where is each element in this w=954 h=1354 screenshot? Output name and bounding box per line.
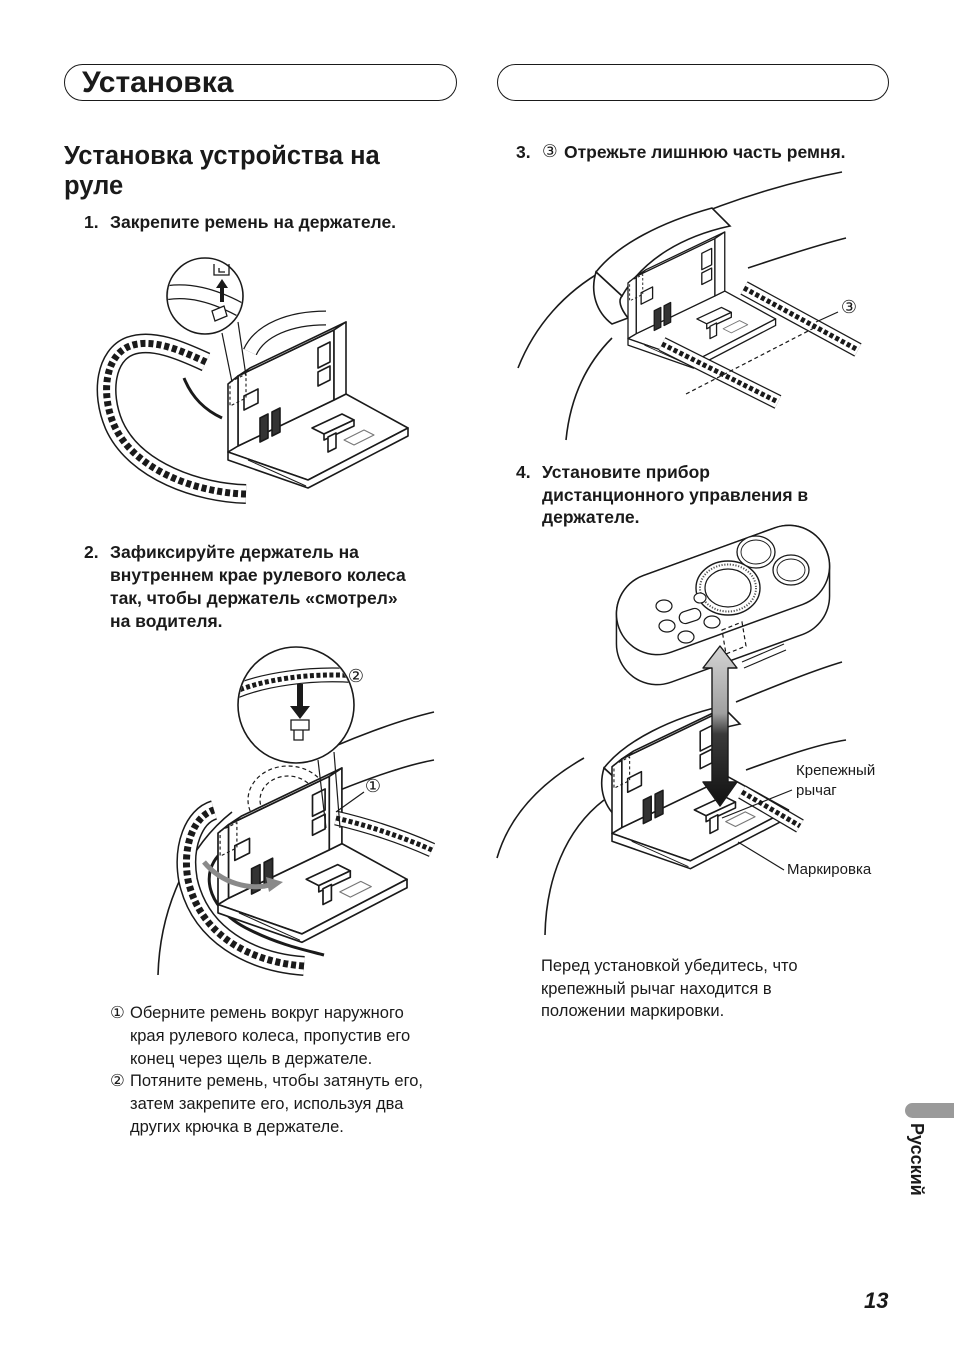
language-tab-label: Русский — [907, 1123, 927, 1196]
steering-wheel-rim — [517, 171, 847, 441]
strap-band — [107, 343, 246, 494]
note-1-line: края рулевого колеса, пропустив его — [130, 1026, 411, 1045]
label-fixing-lever-line: рычаг — [796, 782, 837, 799]
step-1-text: Закрепите ремень на держателе. — [110, 212, 397, 232]
remote-button — [677, 630, 695, 644]
empty-header-box — [497, 64, 889, 101]
step-2-line: Зафиксируйте держатель на — [110, 542, 359, 562]
install-note: Перед установкой убедитесь, что крепежны… — [541, 955, 798, 1023]
page-title: Установка устройства на руле — [64, 141, 380, 201]
step-3-number: 3. — [516, 142, 531, 162]
install-note-line: положении маркировки. — [541, 1002, 725, 1020]
note-1-marker: ① — [110, 1004, 125, 1022]
label-marking: Маркировка — [787, 861, 872, 878]
remote-button — [703, 615, 721, 629]
holder — [611, 705, 790, 870]
step-2-line: так, чтобы держатель «смотрел» — [110, 588, 398, 608]
note-1-line: конец через щель в держателе. — [130, 1049, 373, 1068]
magnifier-circle — [237, 646, 355, 764]
figure-2-callout-1: ① — [364, 776, 382, 797]
step-3-marker: ③ — [542, 142, 558, 162]
note-2: ② Потяните ремень, чтобы затянуть его, з… — [110, 1070, 423, 1138]
wrap-direction-arrow — [202, 860, 283, 892]
steering-wheel-edge — [207, 844, 325, 957]
remote-button — [678, 607, 702, 625]
hook-icon — [213, 264, 230, 276]
label-fixing-lever: Крепежный рычаг — [796, 761, 875, 801]
remote-button — [658, 619, 676, 633]
install-note-line: Перед установкой убедитесь, что — [541, 957, 798, 975]
figure-1-attach-strap — [107, 257, 409, 494]
remote-button — [655, 599, 673, 613]
remote-button — [772, 554, 810, 586]
step-2-number: 2. — [84, 542, 99, 562]
figure-4-install-remote — [496, 524, 847, 936]
note-1-line: Оберните ремень вокруг наружного — [130, 1004, 404, 1022]
figure-2-callout-2: ② — [347, 666, 365, 687]
figure-3-cut-strap — [517, 171, 858, 441]
note-2-line: затем закрепите его, используя два — [130, 1094, 404, 1113]
step-3-text: Отрежьте лишнюю часть ремня. — [564, 142, 846, 162]
note-1: ① Оберните ремень вокруг наружного края … — [110, 1002, 411, 1070]
install-note-line: крепежный рычаг находится в — [541, 979, 772, 998]
page-title-line: руле — [64, 172, 124, 200]
label-fixing-lever-line: Крепежный — [796, 762, 876, 779]
step-4-number: 4. — [516, 462, 531, 482]
step-4-line: держателе. — [542, 507, 640, 527]
step-4-line: дистанционного управления в — [542, 484, 809, 505]
cut-line — [685, 327, 815, 395]
remote-control — [615, 524, 831, 686]
page-number: 13 — [864, 1288, 889, 1313]
note-2-line: Потяните ремень, чтобы затянуть его, — [130, 1072, 423, 1090]
strap-band-right — [336, 818, 432, 850]
step-1-number: 1. — [84, 212, 99, 232]
figure-3-callout-3: ③ — [840, 297, 858, 318]
note-2-line: других крючка в держателе. — [130, 1117, 344, 1136]
step-4-text: Установите прибор дистанционного управле… — [542, 461, 808, 529]
insert-direction-arrow — [702, 645, 738, 807]
hook-icon — [290, 719, 310, 741]
magnifier-circle — [166, 257, 244, 335]
steering-wheel-edge — [182, 377, 223, 420]
step-4-line: Установите прибор — [542, 462, 710, 482]
note-2-marker: ② — [110, 1072, 125, 1090]
section-header-title: Установка — [82, 66, 234, 99]
step-2-text: Зафиксируйте держатель на внутреннем кра… — [110, 541, 406, 633]
steering-wheel-rim — [496, 661, 847, 936]
arrow-up-icon — [216, 279, 228, 302]
remote-button — [693, 592, 707, 604]
remote-button — [736, 535, 776, 569]
section-header-box: Установка — [64, 64, 457, 101]
page-title-line: Установка устройства на — [64, 142, 380, 170]
language-tab-marker — [905, 1103, 954, 1118]
step-2-line: внутреннем крае рулевого колеса — [110, 565, 406, 585]
figure-2-fix-holder — [157, 646, 434, 975]
step-2-line: на водителя. — [110, 611, 223, 631]
arrow-down-icon — [290, 684, 310, 719]
